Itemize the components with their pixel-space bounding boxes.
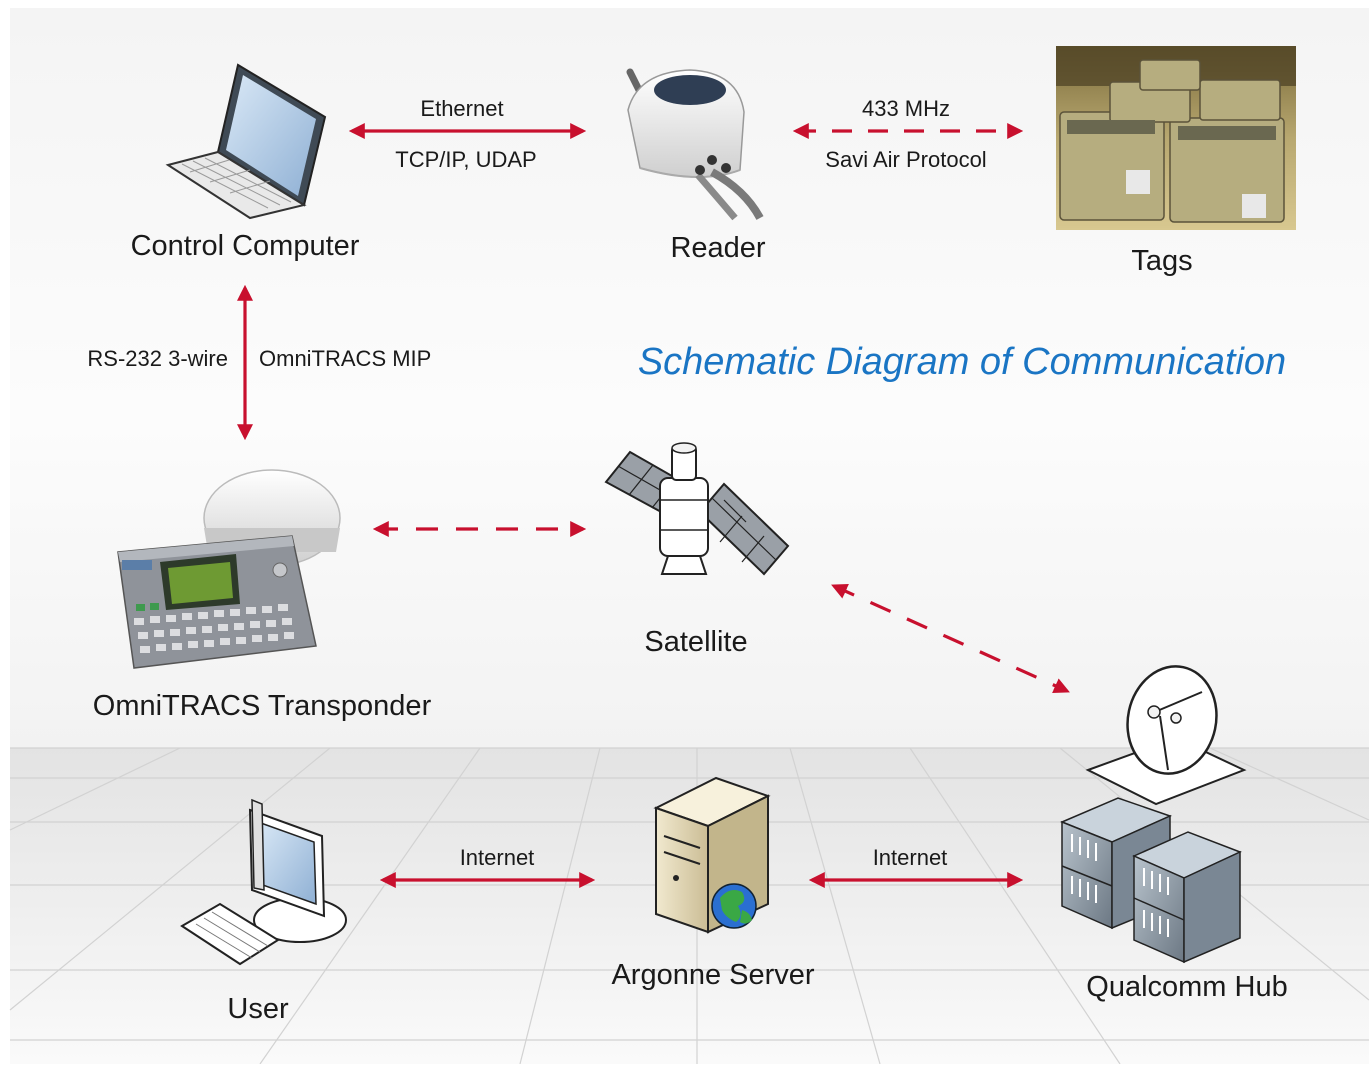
link-label-tcpip: TCP/IP, UDAP [395, 147, 536, 172]
link-label-ethernet: Ethernet [420, 96, 503, 121]
satellite-icon [604, 442, 790, 576]
label-user: User [227, 993, 289, 1025]
label-control-computer: Control Computer [131, 230, 360, 262]
arrows [237, 123, 1070, 888]
tags-photo-icon [1056, 46, 1296, 230]
link-label-433mhz: 433 MHz [862, 96, 950, 121]
link-label-internet-hub: Internet [873, 845, 948, 870]
reader-device-icon [626, 68, 764, 221]
laptop-icon [165, 63, 327, 220]
link-label-savi: Savi Air Protocol [825, 147, 986, 172]
user-workstation-icon [180, 798, 347, 966]
label-server: Argonne Server [611, 959, 814, 991]
server-icon [653, 776, 771, 934]
satellite-dish-icon [1085, 665, 1247, 806]
link-label-rs232: RS-232 3-wire [87, 346, 228, 371]
link-label-internet-user: Internet [460, 845, 535, 870]
label-hub: Qualcomm Hub [1086, 971, 1287, 1003]
arrow-satellite-hub [831, 583, 1070, 694]
server-rack-icon [1060, 797, 1242, 964]
link-label-omnitracs-mip: OmniTRACS MIP [259, 346, 431, 371]
label-transponder: OmniTRACS Transponder [93, 690, 432, 722]
label-tags: Tags [1131, 245, 1192, 277]
transponder-icon [117, 469, 341, 669]
label-satellite: Satellite [644, 626, 747, 658]
diagram-title: Schematic Diagram of Communication [638, 341, 1286, 383]
label-reader: Reader [670, 232, 765, 264]
